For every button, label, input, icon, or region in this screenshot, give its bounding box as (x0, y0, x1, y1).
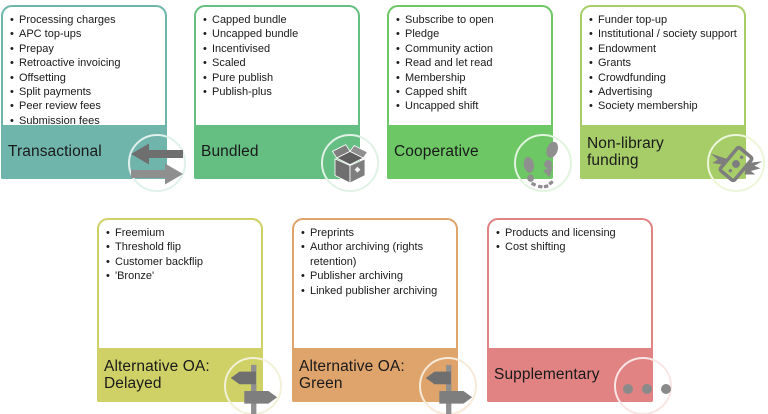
card-header: Alternative OA: Green (292, 348, 477, 414)
list-item: Customer backflip (106, 255, 258, 270)
ellipsis-icon (614, 357, 672, 414)
card-item-list: FreemiumThreshold flipCustomer backflip'… (99, 220, 261, 284)
transfer-arrows-icon (128, 134, 186, 192)
card-title: Bundled (201, 143, 259, 161)
winged-money-icon (707, 134, 765, 192)
list-item: Publish-plus (203, 85, 355, 100)
list-item: Funder top-up (589, 13, 741, 28)
card-alternative-oa-green: PreprintsAuthor archiving (rights retent… (292, 218, 477, 414)
list-item: Membership (396, 71, 548, 86)
list-item: Advertising (589, 85, 741, 100)
signpost-icon (224, 357, 282, 414)
list-item: Cost shifting (496, 240, 648, 255)
footprints-icon (514, 134, 572, 192)
list-item: Publisher archiving (301, 269, 453, 284)
card-item-list: Subscribe to openPledgeCommunity actionR… (389, 7, 551, 114)
list-item: Linked publisher archiving (301, 284, 453, 299)
package-box-icon (321, 134, 379, 192)
list-item: Split payments (10, 85, 162, 100)
card-bundled: Capped bundleUncapped bundleIncentivised… (194, 5, 379, 192)
card-supplementary: Products and licensingCost shiftingSuppl… (487, 218, 672, 414)
card-header: Alternative OA: Delayed (97, 348, 282, 414)
signpost-icon (419, 357, 477, 414)
card-non-library-funding: Funder top-upInstitutional / society sup… (580, 5, 765, 192)
list-item: Community action (396, 42, 548, 57)
card-header: Cooperative (387, 125, 572, 192)
list-item: Products and licensing (496, 226, 648, 241)
list-item: Pure publish (203, 71, 355, 86)
list-item: Freemium (106, 226, 258, 241)
card-header: Non-library funding (580, 125, 765, 192)
card-item-list: Products and licensingCost shifting (489, 220, 651, 255)
list-item: Incentivised (203, 42, 355, 57)
card-cooperative: Subscribe to openPledgeCommunity actionR… (387, 5, 572, 192)
card-title: Supplementary (494, 366, 600, 384)
list-item: Scaled (203, 56, 355, 71)
card-header: Bundled (194, 125, 379, 192)
list-item: APC top-ups (10, 27, 162, 42)
list-item: Capped shift (396, 85, 548, 100)
card-transactional: Processing chargesAPC top-upsPrepayRetro… (1, 5, 186, 192)
list-item: Offsetting (10, 71, 162, 86)
list-item: Crowdfunding (589, 71, 741, 86)
list-item: Uncapped bundle (203, 27, 355, 42)
list-item: Read and let read (396, 56, 548, 71)
list-item: Pledge (396, 27, 548, 42)
list-item: Peer review fees (10, 99, 162, 114)
list-item: Institutional / society support (589, 27, 741, 42)
list-item: Retroactive invoicing (10, 56, 162, 71)
list-item: 'Bronze' (106, 269, 258, 284)
list-item: Endowment (589, 42, 741, 57)
card-item-list: Funder top-upInstitutional / society sup… (582, 7, 744, 114)
list-item: Grants (589, 56, 741, 71)
card-item-list: Processing chargesAPC top-upsPrepayRetro… (3, 7, 165, 129)
list-item: Submission fees (10, 114, 162, 129)
card-header: Supplementary (487, 348, 672, 414)
list-item: Capped bundle (203, 13, 355, 28)
card-header: Transactional (1, 125, 186, 192)
card-alternative-oa-delayed: FreemiumThreshold flipCustomer backflip'… (97, 218, 282, 414)
list-item: Preprints (301, 226, 453, 241)
list-item: Society membership (589, 99, 741, 114)
list-item: Uncapped shift (396, 99, 548, 114)
card-item-list: Capped bundleUncapped bundleIncentivised… (196, 7, 358, 100)
list-item: Prepay (10, 42, 162, 57)
list-item: Author archiving (rights retention) (301, 240, 453, 269)
card-title: Alternative OA: Delayed (104, 357, 210, 393)
card-title: Non-library funding (587, 134, 664, 170)
card-title: Alternative OA: Green (299, 357, 405, 393)
card-title: Cooperative (394, 143, 479, 161)
list-item: Subscribe to open (396, 13, 548, 28)
list-item: Threshold flip (106, 240, 258, 255)
card-item-list: PreprintsAuthor archiving (rights retent… (294, 220, 456, 298)
card-title: Transactional (8, 143, 102, 161)
list-item: Processing charges (10, 13, 162, 28)
